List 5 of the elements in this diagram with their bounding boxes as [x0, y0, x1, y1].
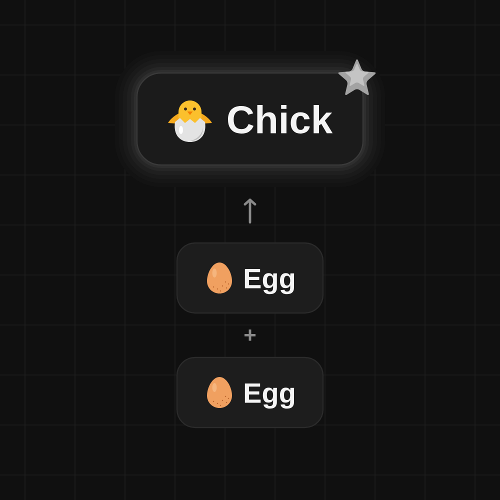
node-box: Egg: [176, 242, 324, 314]
node-box: Egg: [176, 356, 324, 428]
node-box: Chick: [136, 72, 364, 166]
plus-sign: +: [244, 330, 256, 341]
arrow: [244, 198, 256, 224]
